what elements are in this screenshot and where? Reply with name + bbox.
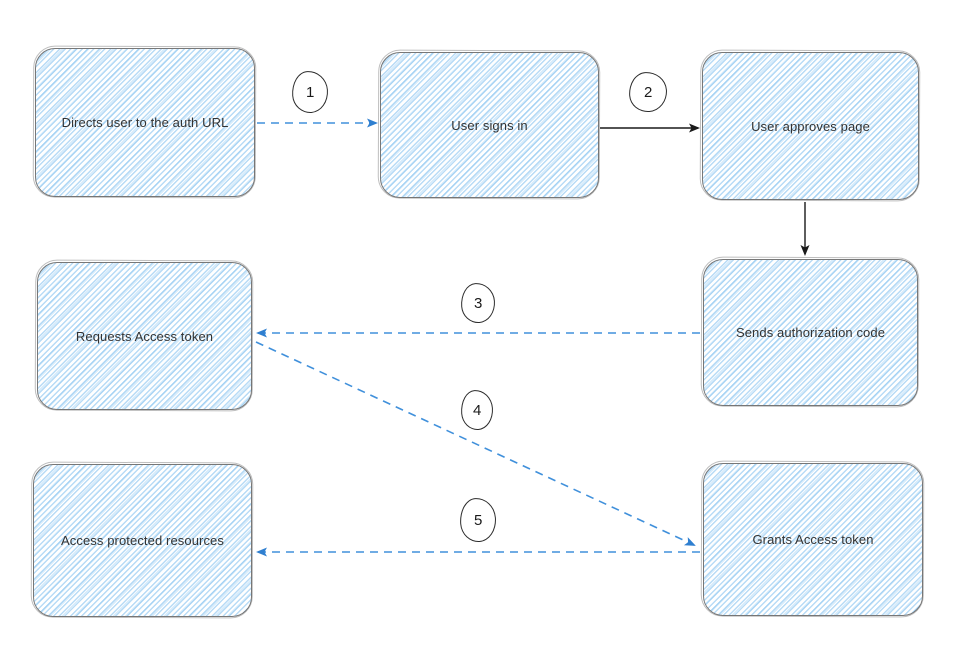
node-directs-auth-url: Directs user to the auth URL — [35, 48, 255, 197]
step-number: 5 — [473, 511, 483, 529]
node-label: Sends authorization code — [735, 325, 886, 340]
node-requests-token: Requests Access token — [37, 262, 252, 410]
node-access-resources: Access protected resources — [33, 464, 252, 617]
node-sends-auth-code: Sends authorization code — [703, 259, 918, 406]
step-circle-4: 4 — [459, 388, 495, 432]
step-circle-5: 5 — [458, 496, 498, 544]
step-number: 2 — [643, 83, 653, 101]
step-number: 3 — [473, 294, 483, 312]
step-number: 4 — [472, 401, 482, 419]
step-circle-2: 2 — [627, 70, 669, 114]
step-circle-3: 3 — [459, 281, 497, 325]
node-label: Requests Access token — [75, 328, 214, 344]
node-label: User approves page — [751, 118, 870, 134]
node-grants-token: Grants Access token — [703, 463, 923, 616]
node-label: Directs user to the auth URL — [61, 115, 229, 130]
node-label: User signs in — [451, 117, 528, 133]
step-circle-1: 1 — [290, 69, 330, 115]
node-label: Grants Access token — [752, 532, 874, 547]
node-label: Access protected resources — [60, 533, 224, 548]
node-user-approves: User approves page — [702, 52, 919, 200]
step-number: 1 — [305, 83, 315, 101]
node-user-signs-in: User signs in — [380, 52, 599, 198]
